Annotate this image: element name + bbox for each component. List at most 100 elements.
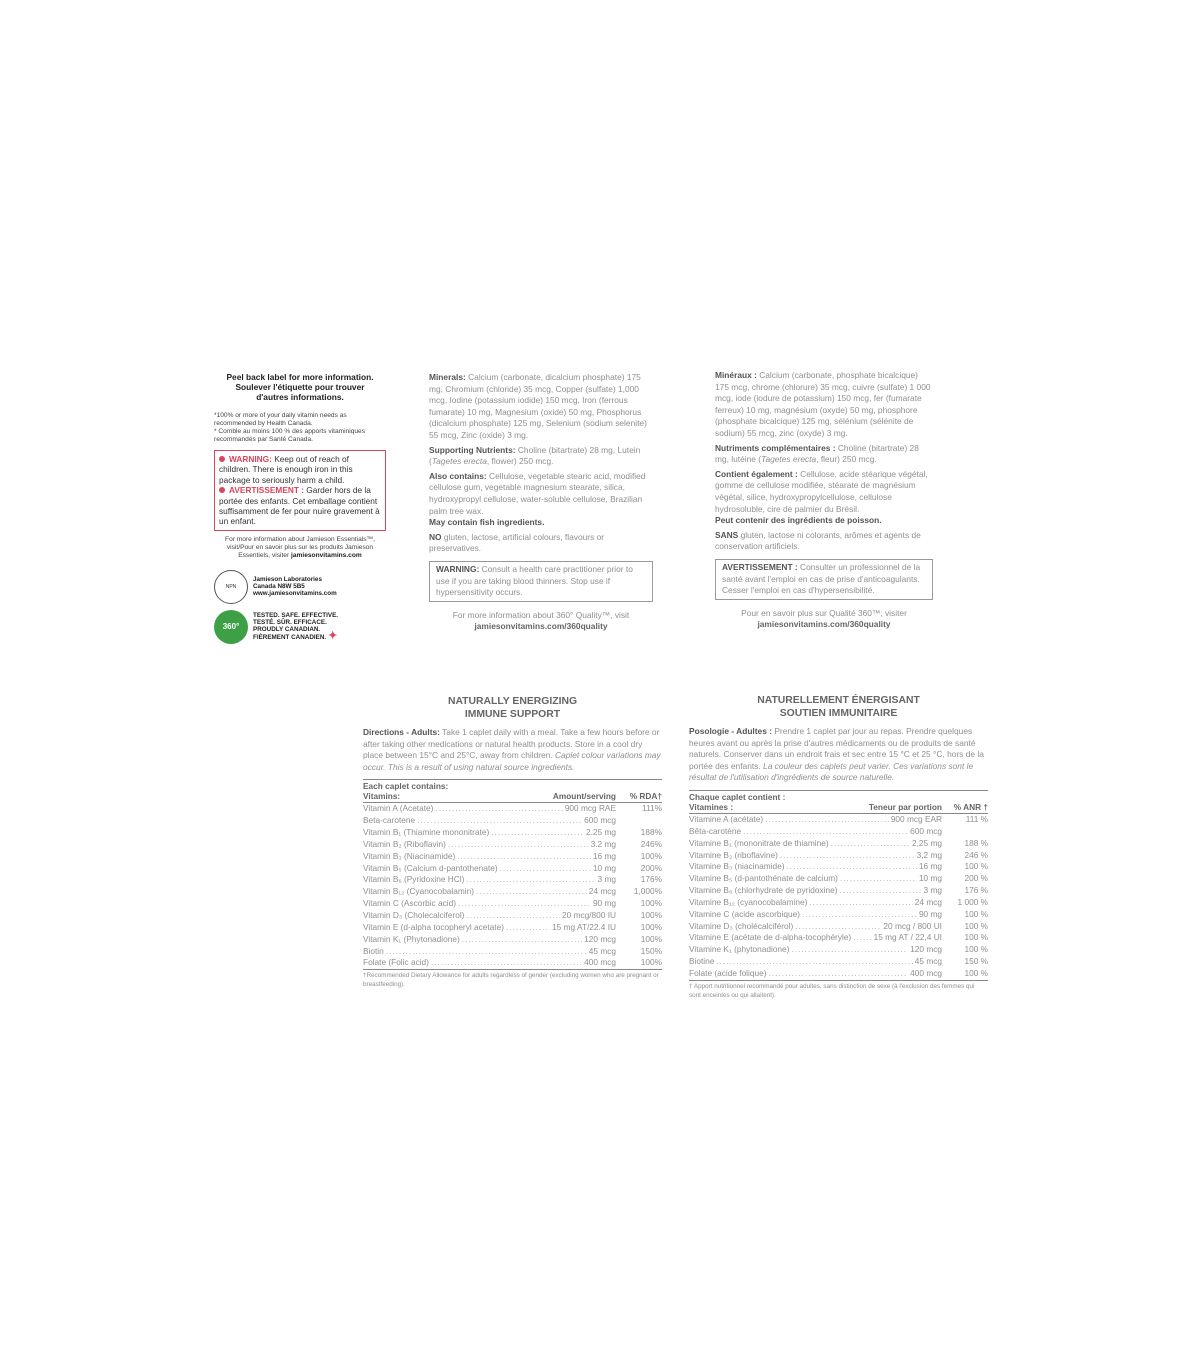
leader-dots (458, 898, 591, 910)
vitamin-name: Vitamin B₁₂ (Cyanocobalamin) (363, 886, 475, 897)
vitamin-percent: 150% (640, 945, 662, 956)
leader-dots (780, 850, 915, 862)
website-link[interactable]: jamiesonvitamins.com (291, 551, 362, 559)
table-row: Vitamin B₅ (Calcium d-pantothenate)10 mg… (363, 863, 662, 875)
vitamin-name: Vitamine D₃ (cholécalciférol) (689, 920, 794, 931)
vitamin-amount: 3,2 mg (916, 849, 942, 860)
vitamin-name: Vitamine A (acétate) (689, 813, 764, 824)
vitamin-amount: 15 mg AT / 22,4 UI (873, 932, 942, 943)
vitamin-name: Vitamine K₁ (phytonadione) (689, 944, 790, 955)
vitamin-percent: 100 % (964, 932, 988, 943)
leader-dots (500, 863, 591, 875)
anr-footnote: † Apport nutritionnel recommandé pour ad… (689, 979, 988, 1000)
vitamin-amount: 3 mg (597, 874, 616, 885)
leader-dots (839, 885, 921, 897)
maple-leaf-icon: ✦ (328, 630, 338, 643)
vitamin-amount: 16 mg (918, 861, 942, 872)
vitamin-name: Vitamin D₃ (Cholecalciferol) (363, 909, 465, 920)
table-header: Vitamines : Teneur par portion % ANR † (689, 801, 988, 814)
vitamin-name: Vitamine B₂ (riboflavine) (689, 849, 778, 860)
product-title: NATURALLY ENERGIZING IMMUNE SUPPORT (447, 696, 578, 720)
vitamin-amount: 120 mcg (910, 944, 942, 955)
vitamin-name: Vitamin B₂ (Riboflavin) (363, 838, 446, 849)
table-row: Vitamine B₂ (riboflavine) 3,2 mg 246 % (689, 850, 988, 862)
blood-thinner-warning: WARNING: Consult a health care practitio… (429, 560, 653, 602)
vitamin-amount: 900 mcg EAR (890, 813, 942, 824)
vitamin-percent: 111% (642, 803, 662, 814)
quality-link[interactable]: jamiesonvitamins.com/360quality (757, 619, 891, 630)
anticoagulant-warning: AVERTISSEMENT : Consulter un professionn… (715, 558, 933, 600)
directions: Posologie - Adultes : Prendre 1 caplet p… (689, 726, 984, 783)
table-body: Vitamin A (Acetate)900 mcg RAE111%Beta-c… (363, 803, 662, 969)
leader-dots (743, 826, 908, 838)
english-ingredients: Minerals: Calcium (carbonate, dicalcium … (429, 372, 653, 633)
vitamin-name: Beta-carotene (363, 815, 416, 826)
table-row: Vitamin D₃ (Cholecalciferol)20 mcg/800 I… (363, 910, 662, 922)
vitamin-percent: 100 % (964, 920, 988, 931)
vitamin-name: Bêta-carotène (689, 825, 742, 836)
vitamin-table: Chaque caplet contient : Vitamines : Ten… (689, 789, 988, 1000)
table-row: Vitamine B₆ (chlorhydrate de pyridoxine)… (689, 885, 988, 897)
vitamin-name: Vitamin E (d-alpha tocopheryl acetate) (363, 921, 504, 932)
leader-dots (768, 968, 908, 980)
vitamin-percent: 100% (640, 898, 662, 909)
vitamin-percent: 188% (640, 827, 662, 838)
vitamin-percent: 100 % (964, 861, 988, 872)
leader-dots (417, 815, 582, 827)
table-row: Bêta-carotène 600 mcg (689, 826, 988, 838)
leader-dots (795, 921, 881, 933)
vitamin-percent: 200 % (964, 873, 988, 884)
quality-badge: 360° TESTED. SAFE. EFFECTIVE. TESTÉ. SÛR… (214, 609, 386, 644)
vitamin-percent: 200% (640, 862, 662, 873)
vitamin-name: Vitamine B₃ (niacinamide) (689, 861, 785, 872)
vitamin-percent: 100 % (964, 967, 988, 978)
quality-link[interactable]: jamiesonvitamins.com/360quality (474, 621, 608, 632)
vitamin-percent: 100% (640, 957, 662, 968)
leader-dots (840, 873, 917, 885)
vitamin-percent: 246% (640, 838, 662, 849)
leader-dots (491, 827, 584, 839)
vitamin-percent: 246 % (964, 849, 988, 860)
french-ingredients: Minéraux : Calcium (carbonate, phosphate… (715, 370, 933, 631)
quality-info: Pour en savoir plus sur Qualité 360™, vi… (715, 608, 933, 631)
vitamin-name: Vitamin B₆ (Pyridoxine HCl) (363, 874, 465, 885)
leader-dots (457, 851, 591, 863)
leader-dots (831, 838, 910, 850)
vitamin-amount: 15 mg AT/22.4 IU (552, 921, 616, 932)
company-info: NPN Jamieson Laboratories Canada N8W 5B5… (214, 569, 386, 604)
vitamin-name: Folate (acide folique) (689, 967, 767, 978)
vitamin-name: Biotin (363, 945, 384, 956)
vitamin-amount: 90 mg (918, 908, 942, 919)
leader-dots (466, 874, 595, 886)
vitamin-name: Vitamine B₅ (d-pantothénate de calcium) (689, 873, 838, 884)
vitamin-name: Vitamin B₁ (Thiamine mononitrate) (363, 827, 490, 838)
table-row: Vitamin B₁ (Thiamine mononitrate)2.25 mg… (363, 827, 662, 839)
english-facts-panel: NATURALLY ENERGIZING IMMUNE SUPPORT Dire… (363, 695, 662, 989)
leader-dots (431, 957, 582, 969)
leader-dots (791, 944, 908, 956)
vitamin-table: Each caplet contains: Vitamins: Amount/s… (363, 779, 662, 989)
vitamin-name: Vitamine B₆ (chlorhydrate de pyridoxine) (689, 885, 838, 896)
table-row: Vitamine B₅ (d-pantothénate de calcium)1… (689, 873, 988, 885)
leader-dots (448, 839, 589, 851)
vitamin-amount: 600 mcg (584, 815, 616, 826)
vitamin-percent: 1 000 % (957, 896, 988, 907)
vitamin-amount: 600 mcg (910, 825, 942, 836)
vitamin-name: Folate (Folic acid) (363, 957, 429, 968)
table-row: Vitamin E (d-alpha tocopheryl acetate) 15… (363, 922, 662, 934)
vitamin-percent: 1,000% (633, 886, 662, 897)
vitamin-percent: 100% (640, 909, 662, 920)
leader-dots (386, 946, 587, 958)
leader-dots (466, 910, 560, 922)
